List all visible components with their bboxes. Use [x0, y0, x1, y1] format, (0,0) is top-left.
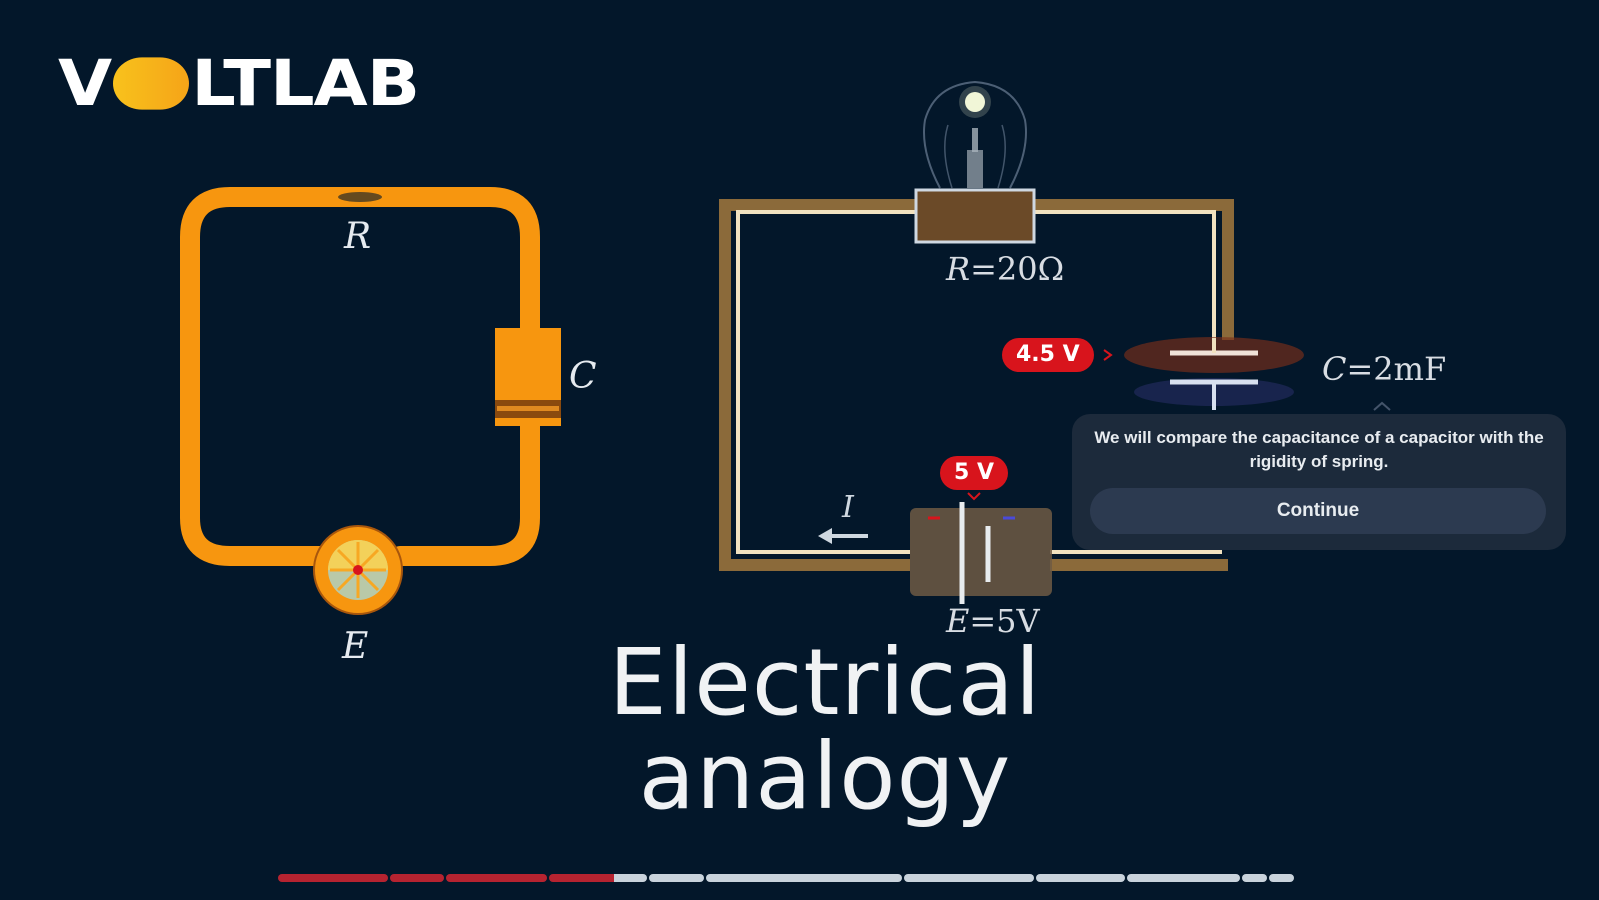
progress-segment	[1036, 874, 1125, 882]
progress-segment	[390, 874, 444, 882]
current-arrow-icon	[818, 528, 868, 544]
resistor-value: =20Ω	[970, 250, 1065, 288]
title-line-1: Electrical	[608, 629, 1042, 736]
title-line-2: analogy	[638, 723, 1012, 830]
source-formula: E=5V	[946, 602, 1040, 640]
source-symbol: E	[946, 602, 970, 640]
resistor-symbol: R	[946, 250, 971, 288]
capacitor-value: =2mF	[1346, 350, 1447, 388]
voltlab-logo: V LTLAB	[58, 46, 420, 121]
left-resistor-narrowing	[338, 192, 382, 202]
light-bulb-icon	[923, 80, 1027, 189]
page-title: Electrical analogy	[560, 636, 1090, 824]
left-pump-wheel-icon	[313, 525, 403, 615]
progress-segment	[904, 874, 1034, 882]
left-label-r: R	[344, 216, 372, 257]
left-loop-wire	[180, 187, 540, 566]
capacitor-formula: C=2mF	[1322, 350, 1446, 388]
tooltip-caret-icon	[1373, 401, 1391, 411]
progress-segment	[1269, 874, 1294, 882]
capacitor-voltage-badge: 4.5 V	[1002, 338, 1094, 372]
left-analogy-diagram	[180, 187, 561, 615]
source-voltage-badge: 5 V	[940, 456, 1008, 490]
progress-segment	[278, 874, 388, 882]
resistor-icon	[914, 188, 1036, 244]
logo-sun-dot-icon	[113, 57, 190, 110]
current-label: I	[842, 490, 854, 525]
tooltip-text: We will compare the capacitance of a cap…	[1094, 428, 1544, 471]
circuit-wire-inner	[736, 210, 1222, 554]
logo-prefix: V	[58, 46, 112, 121]
continue-button[interactable]: Continue	[1090, 488, 1546, 534]
progress-segment	[706, 874, 902, 882]
capacitor-symbol: C	[1322, 350, 1347, 388]
cap-badge-pointer-icon	[1103, 349, 1113, 361]
progress-segment	[1127, 874, 1240, 882]
right-electric-circuit	[719, 80, 1391, 604]
progress-segment	[649, 874, 704, 882]
resistor-formula: R=20Ω	[946, 250, 1064, 288]
progress-segment	[446, 874, 547, 882]
src-badge-pointer-icon	[967, 492, 981, 501]
circuit-wire-outer	[719, 199, 1234, 571]
left-capacitor-piston-icon	[495, 328, 561, 426]
progress-segment	[549, 874, 647, 882]
capacitor-icon	[1124, 337, 1304, 410]
source-value: =5V	[969, 602, 1040, 640]
logo-suffix: LTLAB	[191, 46, 420, 121]
lesson-progress-bar	[278, 874, 1296, 882]
battery-icon	[910, 502, 1052, 604]
progress-segment	[1242, 874, 1267, 882]
left-label-c: C	[569, 356, 597, 397]
tutorial-tooltip: We will compare the capacitance of a cap…	[1072, 414, 1566, 550]
left-label-e: E	[342, 626, 369, 667]
